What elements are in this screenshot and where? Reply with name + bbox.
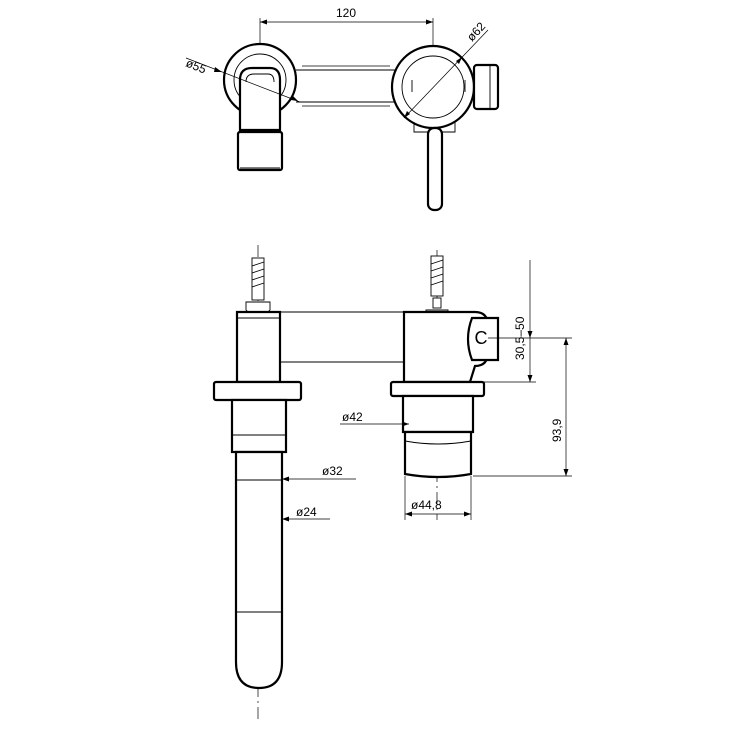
valve-sleeve	[401, 394, 475, 479]
spout-sleeve	[230, 398, 288, 454]
dim-text-62: ø62	[464, 19, 489, 44]
dim-text-120: 120	[336, 6, 356, 20]
dim-sleeve: ø44,8	[404, 476, 472, 520]
dim-wall-adjust: 30,5–50	[484, 260, 572, 383]
left-anchor-bolt	[245, 257, 271, 319]
side-view: C ø42	[212, 245, 572, 722]
dim-text-42: ø42	[342, 410, 363, 424]
spout-wall-flange	[212, 380, 303, 402]
cold-marker: C	[475, 328, 488, 348]
valve-rosette-top	[390, 44, 500, 212]
dim-text-55: ø55	[184, 56, 209, 77]
dim-spout-body: ø32	[282, 464, 356, 482]
dim-text-93-9: 93,9	[550, 418, 564, 442]
top-view: 120 ø55	[184, 6, 500, 212]
top-connecting-bar	[296, 65, 396, 107]
dim-text-44-8: ø44,8	[411, 498, 442, 512]
spout-elbow-body	[235, 310, 282, 384]
dim-valve-depth: 93,9	[473, 338, 572, 477]
dim-text-24: ø24	[296, 505, 317, 519]
dim-flange: ø42	[340, 410, 409, 427]
body-tube	[274, 311, 410, 363]
spout-rosette-top	[222, 42, 298, 172]
valve-housing: C	[402, 310, 500, 384]
spout-body	[234, 450, 284, 690]
dim-top-width: 120	[259, 6, 434, 60]
dim-text-30-50: 30,5–50	[513, 316, 527, 360]
valve-wall-flange	[389, 380, 486, 398]
dim-text-32: ø32	[322, 464, 343, 478]
dim-spout-tip: ø24	[282, 505, 330, 522]
